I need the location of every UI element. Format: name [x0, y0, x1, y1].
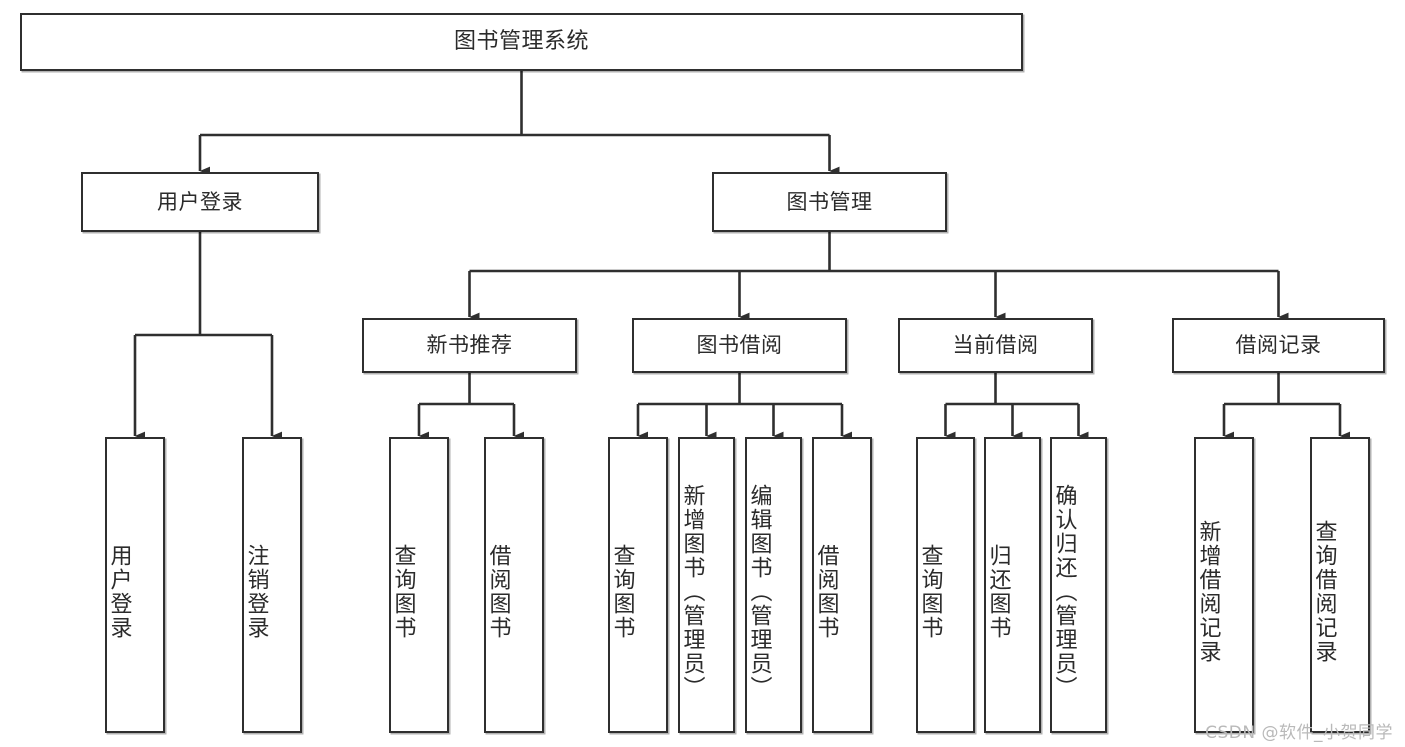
- node-leaf2[interactable]: 注销登录: [242, 437, 302, 733]
- node-label: 用户登录: [157, 189, 243, 214]
- node-leaf13[interactable]: 查询借阅记录: [1310, 437, 1370, 733]
- node-leaf3[interactable]: 查询图书: [389, 437, 449, 733]
- node-label: 借阅图书: [485, 544, 511, 640]
- node-label: 新书推荐: [426, 333, 513, 358]
- node-leaf7[interactable]: 编辑图书（管理员）: [745, 437, 802, 733]
- node-label: 借阅记录: [1235, 333, 1322, 358]
- node-current[interactable]: 当前借阅: [898, 318, 1093, 373]
- node-records[interactable]: 借阅记录: [1172, 318, 1385, 373]
- node-leaf1[interactable]: 用户登录: [105, 437, 165, 733]
- node-leaf6[interactable]: 新增图书（管理员）: [678, 437, 735, 733]
- watermark-label: CSDN @软件_小贺同学: [1205, 723, 1393, 743]
- node-label: 图书管理系统: [453, 29, 589, 55]
- node-label: 查询图书: [390, 544, 416, 640]
- node-borrow[interactable]: 图书借阅: [632, 318, 847, 373]
- node-label: 图书管理: [786, 189, 873, 214]
- node-label: 注销登录: [243, 544, 269, 640]
- node-leaf10[interactable]: 归还图书: [984, 437, 1041, 733]
- node-label: 新增借阅记录: [1195, 520, 1221, 664]
- node-root[interactable]: 图书管理系统: [20, 13, 1023, 71]
- node-label: 借阅图书: [813, 544, 839, 640]
- node-label: 归还图书: [985, 544, 1011, 640]
- node-leaf8[interactable]: 借阅图书: [812, 437, 872, 733]
- node-label: 新增图书（管理员）: [679, 484, 705, 700]
- node-bookmgmt[interactable]: 图书管理: [712, 172, 947, 232]
- node-label: 查询图书: [609, 544, 635, 640]
- node-leaf12[interactable]: 新增借阅记录: [1194, 437, 1254, 733]
- node-label: 图书借阅: [696, 333, 783, 358]
- node-label: 查询借阅记录: [1311, 520, 1337, 664]
- node-label: 编辑图书（管理员）: [746, 484, 772, 700]
- node-leaf4[interactable]: 借阅图书: [484, 437, 544, 733]
- node-label: 确认归还（管理员）: [1051, 484, 1077, 700]
- node-label: 查询图书: [917, 544, 943, 640]
- node-leaf11[interactable]: 确认归还（管理员）: [1050, 437, 1107, 733]
- node-leaf5[interactable]: 查询图书: [608, 437, 668, 733]
- node-login[interactable]: 用户登录: [81, 172, 319, 232]
- node-label: 当前借阅: [952, 333, 1039, 358]
- node-label: 用户登录: [106, 544, 132, 640]
- node-leaf9[interactable]: 查询图书: [916, 437, 975, 733]
- node-newbook[interactable]: 新书推荐: [362, 318, 577, 373]
